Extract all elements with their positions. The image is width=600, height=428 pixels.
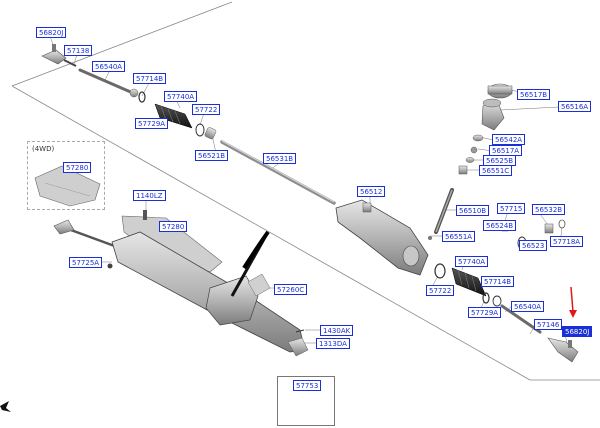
bushing-upper <box>204 127 217 140</box>
part-label-1140LZ[interactable]: 1140LZ <box>133 190 166 201</box>
clamp-ring-lower-right <box>434 263 446 279</box>
part-label-57729A-upper[interactable]: 57729A <box>135 118 169 129</box>
part-label-57725A[interactable]: 57725A <box>69 257 103 268</box>
part-label-56540A-upper[interactable]: 56540A <box>92 61 126 72</box>
part-label-1430AK[interactable]: 1430AK <box>320 325 354 336</box>
main-steering-gear <box>53 210 309 357</box>
part-label-57740A-upper[interactable]: 57740A <box>164 91 198 102</box>
part-label-57280[interactable]: 57280 <box>159 221 188 232</box>
part-label-57753[interactable]: 57753 <box>293 380 322 391</box>
clamp-upper <box>195 123 205 137</box>
inset-4wd-label: (4WD) <box>32 145 55 153</box>
clamp-ring-upper <box>138 91 146 103</box>
inset-4wd-box <box>27 141 105 210</box>
boot-lower-right <box>451 267 487 297</box>
part-label-56512[interactable]: 56512 <box>357 186 386 197</box>
tie-rod-end-lower-right <box>547 337 579 363</box>
upper-gear-housing <box>481 83 513 131</box>
part-label-57729A-lower[interactable]: 57729A <box>468 307 502 318</box>
part-label-56532B[interactable]: 56532B <box>532 204 566 215</box>
part-label-57715[interactable]: 57715 <box>497 203 526 214</box>
inner-tie-rod-upper <box>78 68 139 98</box>
small-parts-column <box>458 134 484 175</box>
part-label-57146[interactable]: 57146 <box>534 319 563 330</box>
part-label-56521B[interactable]: 56521B <box>195 150 229 161</box>
part-label-57718A[interactable]: 57718A <box>550 236 584 247</box>
part-label-57260C[interactable]: 57260C <box>274 284 308 295</box>
part-label-57722-lower[interactable]: 57722 <box>426 285 455 296</box>
part-label-1313DA[interactable]: 1313DA <box>316 338 350 349</box>
highlight-arrow-icon <box>569 286 577 318</box>
part-label-57714B-lower[interactable]: 57714B <box>481 276 515 287</box>
inner-tie-rod-lower-right <box>500 304 542 334</box>
part-label-56523[interactable]: 56523 <box>519 240 548 251</box>
part-label-56820J-lower[interactable]: 56820J <box>562 326 593 337</box>
part-label-56517B[interactable]: 56517B <box>517 89 551 100</box>
part-label-56516A[interactable]: 56516A <box>558 101 592 112</box>
part-label-56531B[interactable]: 56531B <box>263 153 297 164</box>
tie-rod-end-upper <box>41 44 77 67</box>
part-label-56524B[interactable]: 56524B <box>483 220 517 231</box>
part-label-56510B[interactable]: 56510B <box>456 205 490 216</box>
part-label-57722-upper[interactable]: 57722 <box>192 104 221 115</box>
part-label-56542A[interactable]: 56542A <box>492 134 526 145</box>
part-label-57138[interactable]: 57138 <box>64 45 93 56</box>
clamp-lower-right <box>482 292 502 307</box>
part-label-57740A-lower[interactable]: 57740A <box>455 256 489 267</box>
pinion-shaft <box>434 188 454 234</box>
gear-housing-right <box>335 199 432 276</box>
part-label-56820J-upper[interactable]: 56820J <box>36 27 67 38</box>
part-label-56551C[interactable]: 56551C <box>479 165 513 176</box>
part-label-56540A-lower[interactable]: 56540A <box>511 301 545 312</box>
section-frame <box>11 1 600 381</box>
part-label-57714B-upper[interactable]: 57714B <box>133 73 167 84</box>
rack-bar <box>220 140 336 205</box>
front-direction-icon <box>0 401 11 412</box>
boot-upper <box>154 103 193 129</box>
cover-4wd-shape <box>34 165 101 207</box>
part-label-57280-4wd[interactable]: 57280 <box>63 162 92 173</box>
part-label-56551A[interactable]: 56551A <box>442 231 476 242</box>
